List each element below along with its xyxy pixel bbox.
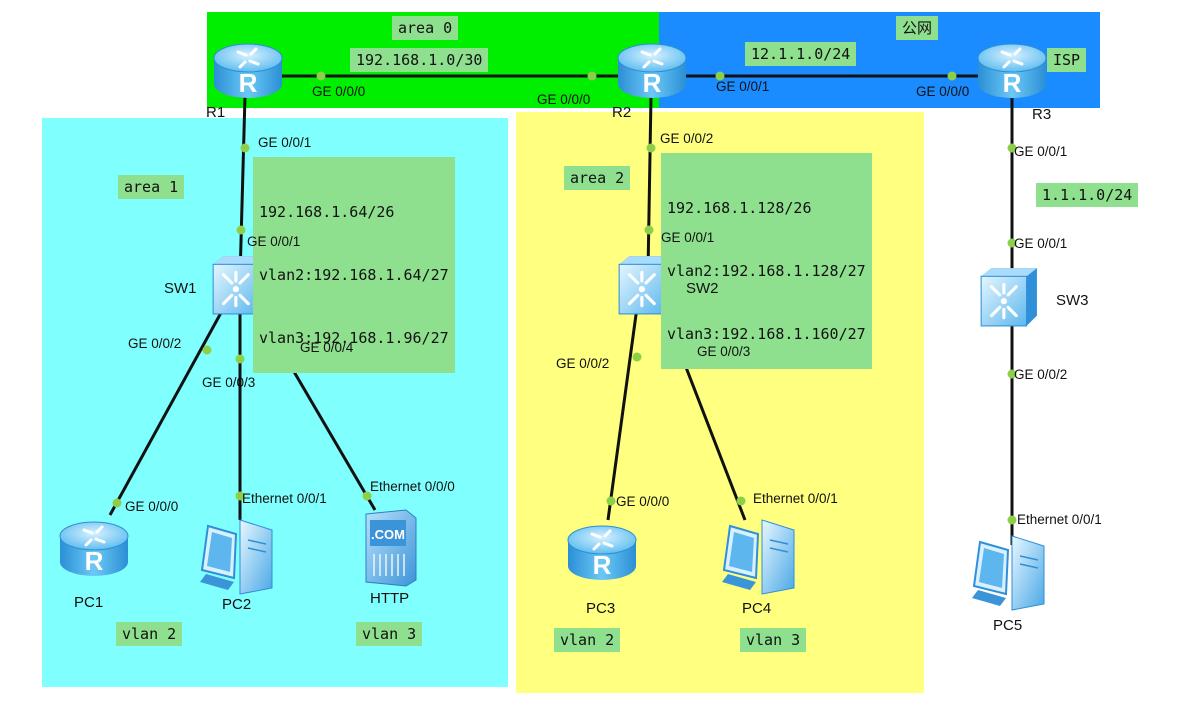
port-dot (1007, 238, 1017, 248)
r1-name: R1 (206, 104, 226, 121)
public-network-label: 公网 (896, 16, 939, 40)
port-dot (112, 498, 122, 508)
subnet-line: vlan2:192.168.1.64/27 (259, 266, 449, 284)
link-sw1-pc1 (108, 299, 230, 516)
port-label: GE 0/0/0 (616, 494, 670, 509)
router-r2-icon (616, 42, 688, 100)
pc5-computer-icon (971, 535, 1045, 611)
subnet-r1-lan-label: 192.168.1.64/26 vlan2:192.168.1.64/27 vl… (253, 157, 455, 373)
pc4-name: PC4 (742, 600, 772, 617)
subnet-r1-r2-label: 192.168.1.0/30 (350, 48, 489, 72)
port-label: GE 0/0/1 (716, 79, 770, 94)
port-dot (235, 491, 245, 501)
sw2-name: SW2 (686, 280, 719, 297)
pc2-name: PC2 (222, 596, 252, 613)
port-label: Ethernet 0/0/1 (753, 491, 838, 506)
port-dot (236, 225, 246, 235)
pc3-name: PC3 (586, 600, 616, 617)
port-dot (587, 71, 597, 81)
subnet-r2-r3-label: 12.1.1.0/24 (745, 42, 857, 66)
port-label: GE 0/0/3 (202, 375, 256, 390)
port-label: GE 0/0/0 (312, 84, 366, 99)
port-label: GE 0/0/2 (128, 336, 182, 351)
port-label: GE 0/0/1 (1014, 144, 1068, 159)
port-dot (715, 71, 725, 81)
pc4-vlan-label: vlan 3 (740, 628, 807, 652)
port-dot (632, 352, 642, 362)
pc3-router-icon (566, 524, 638, 582)
port-label: GE 0/0/2 (1014, 367, 1068, 382)
port-dot (235, 354, 245, 364)
port-dot (947, 71, 957, 81)
isp-label: ISP (1047, 48, 1087, 72)
port-label: GE 0/0/0 (537, 92, 591, 107)
link-r1-sw1 (238, 95, 247, 279)
port-dot (646, 143, 656, 153)
port-dot (606, 496, 616, 506)
port-dot (240, 143, 250, 153)
link-r2-sw2 (646, 95, 653, 273)
port-dot (1007, 369, 1017, 379)
subnet-r3-lan-label: 1.1.1.0/24 (1036, 183, 1139, 207)
port-dot (644, 225, 654, 235)
pc3-vlan-label: vlan 2 (554, 628, 621, 652)
r3-name: R3 (1032, 106, 1052, 123)
area1-label: area 1 (118, 175, 185, 199)
r2-name: R2 (612, 104, 632, 121)
port-dot (1007, 515, 1017, 525)
router-r3-icon (976, 42, 1048, 100)
switch-sw3-icon (979, 266, 1039, 328)
port-label: GE 0/0/2 (660, 131, 714, 146)
area0-label: area 0 (392, 16, 459, 40)
port-label: GE 0/0/1 (247, 234, 301, 249)
port-label: GE 0/0/1 (1014, 236, 1068, 251)
http-server-icon (365, 509, 417, 587)
http-name: HTTP (370, 590, 410, 607)
subnet-line: vlan2:192.168.1.128/27 (667, 262, 866, 280)
subnet-r2-lan-label: 192.168.1.128/26 vlan2:192.168.1.128/27 … (661, 153, 872, 369)
subnet-line: 192.168.1.64/26 (259, 203, 395, 221)
pc4-computer-icon (721, 519, 795, 595)
pc1-vlan-label: vlan 2 (116, 622, 183, 646)
pc5-name: PC5 (993, 617, 1023, 634)
port-dot (316, 71, 326, 81)
link-sw2-pc3 (606, 299, 640, 521)
port-label: Ethernet 0/0/1 (1017, 512, 1102, 527)
port-label: GE 0/0/0 (916, 84, 970, 99)
pc1-name: PC1 (74, 594, 104, 611)
subnet-line: vlan3:192.168.1.96/27 (259, 329, 449, 347)
port-label: GE 0/0/1 (661, 230, 715, 245)
sw3-name: SW3 (1056, 292, 1089, 309)
port-dot (362, 491, 372, 501)
area2-label: area 2 (564, 166, 631, 190)
port-label: GE 0/0/2 (556, 356, 610, 371)
router-r1-icon (212, 42, 284, 100)
subnet-line: vlan3:192.168.1.160/27 (667, 325, 866, 343)
pc1-router-icon (58, 520, 130, 578)
sw1-name: SW1 (164, 280, 197, 297)
port-dot (202, 345, 212, 355)
subnet-line: 192.168.1.128/26 (667, 199, 812, 217)
port-label: GE 0/0/4 (300, 340, 354, 355)
port-label: Ethernet 0/0/1 (242, 491, 327, 506)
port-label: GE 0/0/0 (125, 499, 179, 514)
port-dot (736, 496, 746, 506)
http-vlan-label: vlan 3 (356, 622, 423, 646)
port-label: GE 0/0/3 (697, 344, 751, 359)
pc2-computer-icon (199, 519, 273, 595)
port-label: GE 0/0/1 (258, 135, 312, 150)
port-dot (1007, 143, 1017, 153)
port-label: Ethernet 0/0/0 (370, 479, 455, 494)
